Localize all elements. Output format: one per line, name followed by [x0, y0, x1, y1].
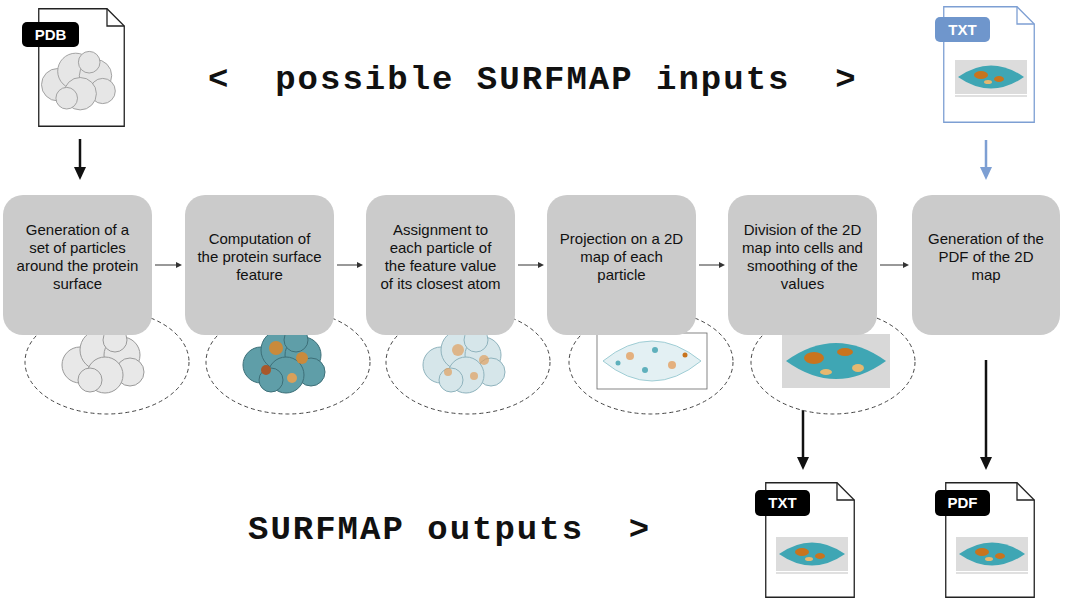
- arrow-head: [903, 262, 909, 268]
- file-type: PDF: [948, 494, 978, 512]
- arrow-head: [74, 167, 86, 180]
- arrow-head: [176, 262, 182, 268]
- projected-point: [642, 367, 648, 373]
- file-fold: [1017, 7, 1034, 24]
- feature-patch: [479, 355, 489, 365]
- file-border: [946, 483, 1035, 598]
- process-box: Generation of the PDF of the 2D map: [912, 195, 1060, 335]
- map-area: [786, 343, 886, 379]
- map-thumbnail: [956, 537, 1028, 573]
- file-type-tag: TXT: [935, 17, 990, 42]
- map-patch: [804, 352, 824, 364]
- flow-arrow: [518, 262, 544, 268]
- file-type: PDB: [35, 26, 67, 44]
- step-text: Generation of a set of particles around …: [15, 221, 140, 293]
- process-box: Division of the 2D map into cells and sm…: [728, 195, 877, 335]
- process-box: Assignment to each particle of the featu…: [366, 195, 515, 335]
- file-type-tag: TXT: [755, 490, 810, 516]
- protein-surface: [62, 328, 144, 393]
- projected-point: [652, 347, 658, 353]
- feature-patch: [261, 365, 271, 375]
- flow-arrow: [980, 360, 992, 470]
- projection-plot: [597, 333, 707, 389]
- arrow-line: [985, 360, 988, 460]
- plot-frame: [597, 333, 707, 389]
- arrow-line: [699, 265, 720, 266]
- feature-patch: [452, 344, 464, 356]
- process-box: Generation of a set of particles around …: [3, 195, 152, 335]
- arrow-line: [880, 265, 904, 266]
- file-type-tag: PDF: [935, 490, 990, 516]
- feature-patch: [444, 368, 452, 376]
- map-thumbnail: [955, 60, 1027, 96]
- process-box: Computation of the protein surface featu…: [185, 195, 334, 335]
- flow-arrow: [880, 262, 909, 268]
- file-icon: PDB: [38, 8, 125, 127]
- protein-surface: [423, 328, 505, 393]
- arrow-head: [980, 457, 992, 470]
- protein-thumbnail: [42, 51, 116, 110]
- process-box: Projection on a 2D map of each particle: [547, 195, 696, 335]
- protein-particles: [62, 328, 144, 393]
- map-thumbnail: [776, 537, 848, 573]
- map-patch: [852, 364, 864, 372]
- file-type: TXT: [948, 21, 976, 39]
- step-text: Generation of the PDF of the 2D map: [924, 230, 1048, 284]
- feature-patch: [470, 372, 478, 380]
- particle-assignment: [423, 328, 505, 393]
- flow-arrow: [699, 262, 725, 268]
- arrow-head: [357, 262, 363, 268]
- arrow-head: [797, 457, 809, 470]
- feature-patch: [287, 373, 297, 383]
- feature-patch: [269, 341, 283, 355]
- file-icon: TXT: [943, 6, 1035, 123]
- feature-patch: [296, 352, 308, 364]
- protein-surface: [42, 51, 116, 110]
- projected-point: [668, 361, 676, 369]
- file-border: [766, 483, 855, 598]
- map-patch: [837, 348, 853, 356]
- protein-feature: [243, 328, 325, 393]
- protein-surface: [243, 328, 325, 393]
- step-text: Computation of the protein surface featu…: [197, 230, 322, 284]
- arrow-line: [337, 265, 358, 266]
- step-text: Assignment to each particle of the featu…: [378, 221, 503, 293]
- smoothed-map: [782, 334, 890, 388]
- projected-points: [603, 341, 701, 381]
- file-icon: PDF: [945, 482, 1035, 598]
- file-fold: [1017, 483, 1034, 500]
- flow-arrow: [74, 139, 86, 180]
- arrow-head: [538, 262, 544, 268]
- arrow-line: [79, 139, 82, 170]
- arrow-line: [985, 140, 988, 170]
- arrow-line: [518, 265, 539, 266]
- file-fold: [107, 9, 124, 26]
- arrow-head: [719, 262, 725, 268]
- arrow-line: [155, 265, 177, 266]
- flow-arrow: [155, 262, 182, 268]
- file-type-tag: PDB: [22, 22, 79, 47]
- section-heading: < possible SURFMAP inputs >: [208, 60, 858, 100]
- step-text: Projection on a 2D map of each particle: [559, 230, 684, 284]
- step-text: Division of the 2D map into cells and sm…: [740, 221, 865, 293]
- map-ground: [782, 334, 890, 388]
- flow-arrow: [980, 140, 992, 180]
- section-heading: SURFMAP outputs >: [248, 510, 651, 550]
- arrow-head: [980, 167, 992, 180]
- map-patch: [820, 369, 832, 375]
- file-icon: TXT: [765, 482, 855, 598]
- file-type: TXT: [768, 494, 796, 512]
- projected-point: [616, 361, 621, 366]
- projected-point: [683, 353, 688, 358]
- file-fold: [837, 483, 854, 500]
- flow-arrow: [337, 262, 363, 268]
- projected-point: [626, 352, 634, 360]
